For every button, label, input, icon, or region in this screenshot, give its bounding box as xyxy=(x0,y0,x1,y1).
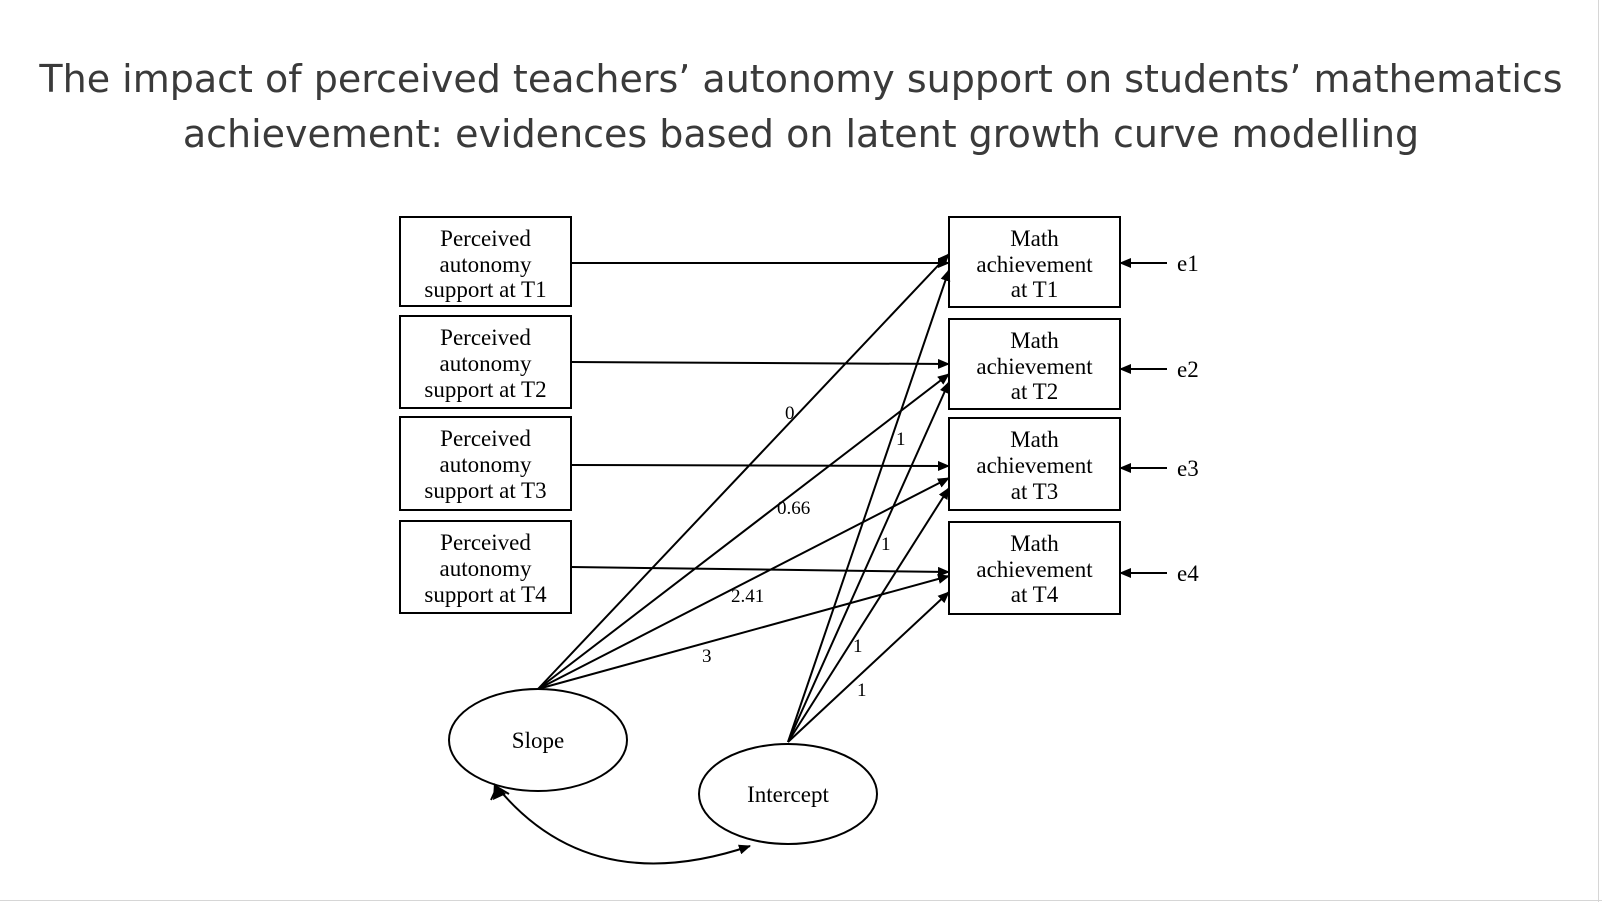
intercept-path-t1 xyxy=(787,269,951,743)
left-box-t1: Perceived autonomy support at T1 xyxy=(399,216,572,307)
left-box-t2: Perceived autonomy support at T2 xyxy=(399,315,572,409)
path-support-t2-to-math-t2 xyxy=(570,358,950,369)
covariance-arrow xyxy=(496,786,751,865)
left-box-t2-line-2: autonomy xyxy=(440,351,532,376)
right-box-t1-line-2: achievement xyxy=(976,252,1093,277)
slide-right-border xyxy=(1598,0,1599,902)
slope-loading-label-t2: 0.66 xyxy=(777,498,810,519)
title-line-2: achievement: evidences based on latent g… xyxy=(182,112,1420,156)
error-label-e4: e4 xyxy=(1177,561,1199,586)
right-box-t2: Math achievement at T2 xyxy=(948,318,1121,410)
slope-path-t2 xyxy=(537,373,950,690)
right-box-t1-line-3: at T1 xyxy=(1011,277,1058,302)
right-box-t4-line-3: at T4 xyxy=(1011,582,1059,607)
slope-loading-label-t4: 3 xyxy=(702,646,712,667)
title-line-1: The impact of perceived teachers’ autono… xyxy=(39,57,1563,101)
intercept-loading-label-t4: 1 xyxy=(857,680,867,701)
path-support-t4-to-math-t4 xyxy=(570,566,950,577)
intercept-path-t4 xyxy=(787,591,950,743)
intercept-path-t2 xyxy=(787,381,950,743)
right-box-t4: Math achievement at T4 xyxy=(948,521,1121,615)
right-box-t1: Math achievement at T1 xyxy=(948,216,1121,308)
right-box-t2-line-1: Math xyxy=(1010,328,1059,353)
left-box-t1-line-3: support at T1 xyxy=(424,277,546,302)
right-box-t3: Math achievement at T3 xyxy=(948,417,1121,511)
left-box-t3: Perceived autonomy support at T3 xyxy=(399,416,572,511)
error-label-e3: e3 xyxy=(1177,456,1199,481)
left-box-t3-line-1: Perceived xyxy=(440,426,531,451)
right-box-t4-line-1: Math xyxy=(1010,531,1059,556)
slope-path-t1 xyxy=(537,253,950,690)
right-box-t2-line-2: achievement xyxy=(976,354,1093,379)
left-box-t4: Perceived autonomy support at T4 xyxy=(399,520,572,614)
slope-label: Slope xyxy=(512,728,564,753)
right-box-t3-line-2: achievement xyxy=(976,453,1093,478)
left-box-t1-line-2: autonomy xyxy=(440,252,532,277)
intercept-loading-label-t2: 1 xyxy=(881,534,891,555)
covariance-arrowhead-start xyxy=(493,783,506,800)
intercept-ellipse xyxy=(698,743,878,845)
slope-path-t3 xyxy=(537,477,950,690)
error-label-e2: e2 xyxy=(1177,357,1199,382)
left-box-t3-line-3: support at T3 xyxy=(424,478,546,503)
left-box-t4-line-2: autonomy xyxy=(440,556,532,581)
right-box-t1-line-1: Math xyxy=(1010,226,1059,251)
error-label-e1: e1 xyxy=(1177,251,1199,276)
right-box-t3-line-1: Math xyxy=(1010,427,1059,452)
intercept-label: Intercept xyxy=(747,782,829,807)
slope-loading-label-t1: 0 xyxy=(785,403,795,424)
intercept-path-t3 xyxy=(787,487,950,743)
right-box-t4-line-2: achievement xyxy=(976,557,1093,582)
slope-ellipse xyxy=(448,688,628,792)
left-box-t4-line-1: Perceived xyxy=(440,530,531,555)
left-box-t4-line-3: support at T4 xyxy=(424,582,547,607)
slide-bottom-border xyxy=(0,900,1602,901)
left-box-t2-line-1: Perceived xyxy=(440,325,531,350)
intercept-loading-label-t1: 1 xyxy=(896,429,906,450)
slide-title: The impact of perceived teachers’ autono… xyxy=(0,52,1602,162)
slope-loading-label-t3: 2.41 xyxy=(731,586,764,607)
right-box-t3-line-3: at T3 xyxy=(1011,479,1058,504)
left-box-t2-line-3: support at T2 xyxy=(424,377,546,402)
left-box-t3-line-2: autonomy xyxy=(440,452,532,477)
intercept-loading-label-t3: 1 xyxy=(853,636,863,657)
left-box-t1-line-1: Perceived xyxy=(440,226,531,251)
path-support-t3-to-math-t3 xyxy=(570,460,950,471)
right-box-t2-line-3: at T2 xyxy=(1011,379,1058,404)
